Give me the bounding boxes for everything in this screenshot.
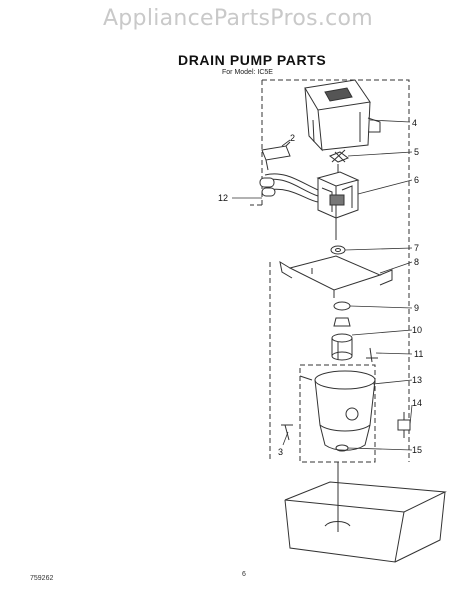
- part-11-pin: [366, 347, 378, 363]
- drawing-code: 759262: [30, 575, 54, 582]
- callout-5: 5: [414, 147, 419, 157]
- part-7-washer: [330, 245, 346, 255]
- leader-lines: [232, 119, 413, 451]
- callout-12: 12: [218, 193, 228, 203]
- part-5-impeller: [328, 149, 350, 175]
- part-13-pump-housing: [299, 370, 376, 451]
- callout-8: 8: [414, 257, 419, 267]
- callout-11: 11: [414, 349, 423, 359]
- part-3-screw: [281, 424, 293, 441]
- diagram-title: DRAIN PUMP PARTS: [178, 52, 327, 68]
- callout-13: 13: [412, 375, 422, 385]
- part-10-coupling: [331, 333, 353, 361]
- callout-2: 2: [290, 133, 295, 143]
- watermark: AppliancePartsPros.com: [102, 6, 374, 31]
- callout-7: 7: [414, 243, 419, 253]
- callout-6: 6: [414, 175, 419, 185]
- part-8-bracket: [279, 255, 393, 298]
- pump-housing-box: [299, 364, 376, 463]
- callout-15: 15: [412, 445, 422, 455]
- part-12-wire-harness: [259, 173, 319, 203]
- callout-3: 3: [278, 447, 283, 457]
- callout-14: 14: [412, 398, 422, 408]
- callout-labels: 2 3 4 5 6 7 8 9 10 11 12 13 14 15: [218, 118, 423, 457]
- page-number: 6: [242, 571, 246, 578]
- part-4-cover: [304, 79, 381, 152]
- part-2-clip: [261, 141, 291, 171]
- callout-10: 10: [412, 325, 422, 335]
- reservoir-tub: [284, 462, 447, 563]
- callout-9: 9: [414, 303, 419, 313]
- part-14-clamp: [397, 412, 411, 438]
- part-6-motor: [316, 171, 360, 240]
- part-9-washer-nut: [333, 301, 351, 327]
- diagram-subtitle: For Model: IC5E: [222, 69, 273, 76]
- callout-4: 4: [412, 118, 417, 128]
